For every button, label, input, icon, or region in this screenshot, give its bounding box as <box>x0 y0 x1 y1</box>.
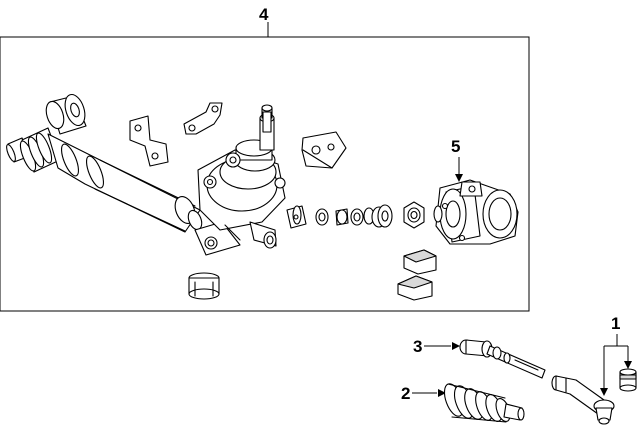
callout-4-label[interactable]: 4 <box>259 5 269 24</box>
rack-housing[interactable] <box>5 127 241 256</box>
washer-1[interactable] <box>315 208 329 226</box>
callout-1-label[interactable]: 1 <box>611 314 620 333</box>
inner-tie-rod[interactable] <box>459 339 546 379</box>
sensor-block-lower[interactable] <box>397 275 433 301</box>
lower-bushing[interactable] <box>188 272 220 300</box>
rack-boot[interactable] <box>441 381 525 423</box>
callout-5-arrowhead <box>455 174 463 182</box>
valve-nut[interactable] <box>371 204 393 228</box>
tie-rod-nut[interactable] <box>619 368 637 392</box>
bracket-middle[interactable] <box>183 102 223 135</box>
sensor-block-upper[interactable] <box>403 249 437 275</box>
spacer[interactable] <box>335 208 349 226</box>
bracket-left[interactable] <box>129 115 169 167</box>
plug-fitting[interactable] <box>286 205 307 229</box>
assembly-frame <box>0 36 530 312</box>
outer-tie-rod-end[interactable] <box>551 375 615 425</box>
pinion-housing[interactable] <box>197 104 286 249</box>
callout-2-label[interactable]: 2 <box>401 384 410 403</box>
steering-motor[interactable] <box>433 179 519 245</box>
callout-2-arrowhead <box>438 389 446 397</box>
o-ring-pair[interactable] <box>350 207 375 226</box>
callout-1-arrowhead-right <box>624 361 632 369</box>
bracket-right[interactable] <box>301 131 347 169</box>
callout-3-label[interactable]: 3 <box>413 337 422 356</box>
lock-nut[interactable] <box>403 201 425 229</box>
callout-5-label[interactable]: 5 <box>451 137 460 156</box>
mount-bushing[interactable] <box>43 92 88 135</box>
callout-1-arrowhead-left <box>600 388 608 396</box>
callout-3-arrowhead <box>452 342 460 350</box>
